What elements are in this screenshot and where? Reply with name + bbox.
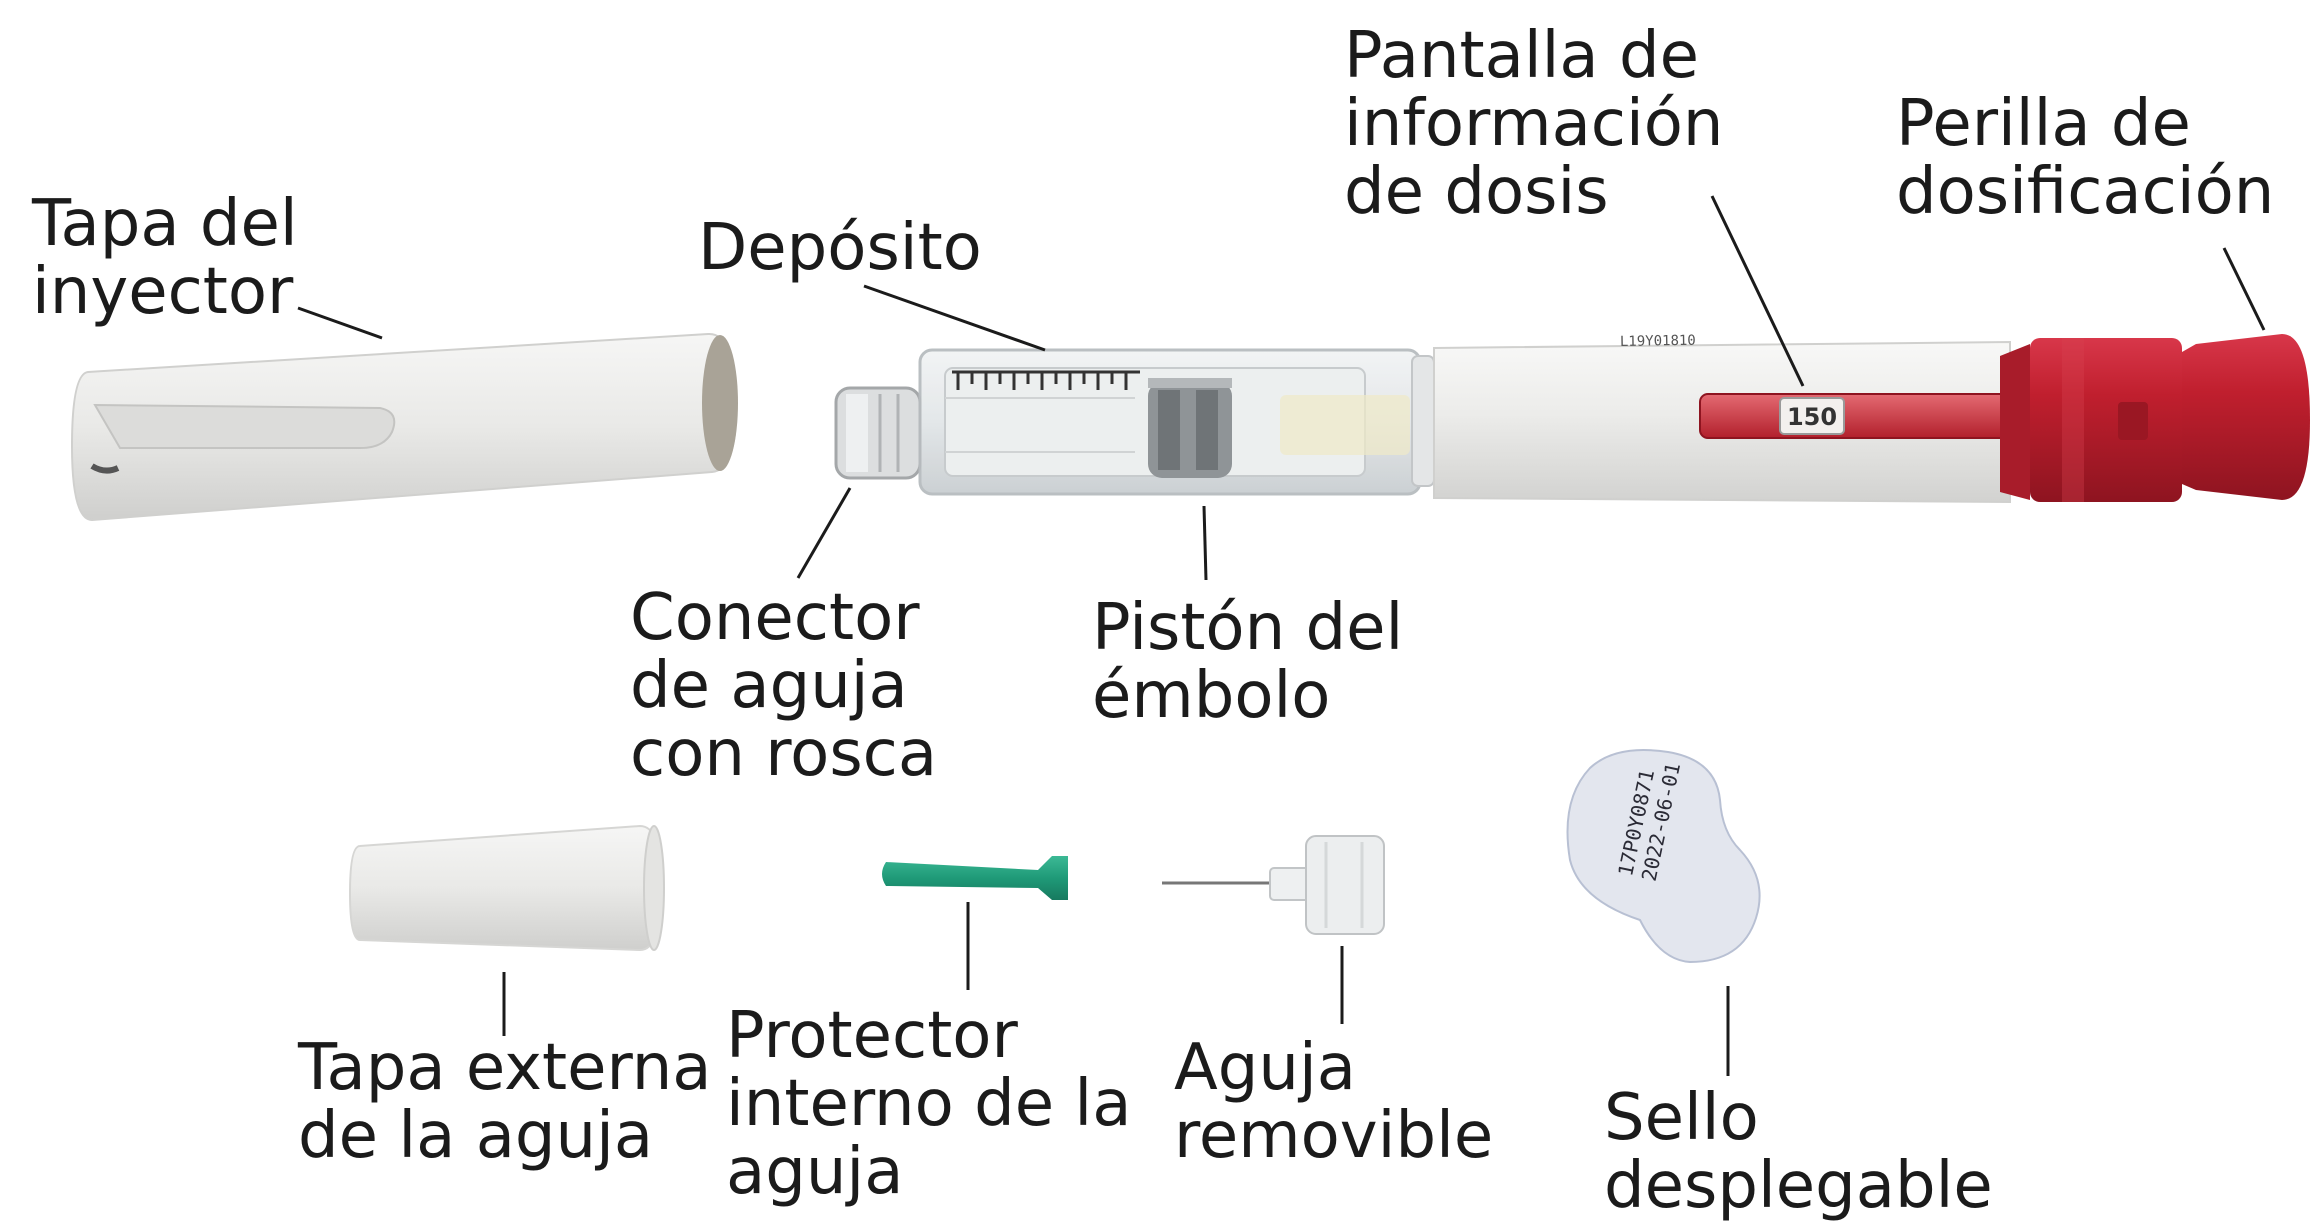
- inner-needle-shield: [882, 856, 1068, 900]
- label-inner-needle-shield-line-1: Protector: [726, 999, 1018, 1073]
- leader-dose-knob: [2222, 247, 2266, 331]
- label-needle-connector-line-2: de aguja: [630, 649, 908, 723]
- label-inner-needle-shield: Protector interno de la aguja: [726, 1002, 1131, 1206]
- lot-code: L19Y01810: [1620, 333, 1696, 350]
- label-reservoir: Depósito: [698, 214, 982, 282]
- label-peel-seal-line-1: Sello: [1604, 1081, 1759, 1155]
- label-plunger-piston-line-2: émbolo: [1092, 659, 1331, 733]
- dose-display: 150: [1699, 393, 2013, 439]
- label-dose-display-line-1: Pantalla de: [1344, 19, 1699, 93]
- label-peel-seal-line-2: desplegable: [1604, 1149, 1993, 1223]
- leader-pen-cap: [297, 306, 383, 340]
- leader-reservoir: [863, 284, 1046, 352]
- label-needle-connector: Conector de aguja con rosca: [630, 584, 937, 788]
- label-dose-knob-line-2: dosificación: [1896, 155, 2275, 229]
- label-removable-needle-line-1: Aguja: [1174, 1031, 1356, 1105]
- label-pen-cap: Tapa del inyector: [32, 190, 298, 326]
- outer-needle-cap: [348, 824, 665, 952]
- label-needle-connector-line-3: con rosca: [630, 717, 938, 791]
- label-peel-seal: Sello desplegable: [1604, 1084, 1993, 1220]
- label-inner-needle-shield-line-3: aguja: [726, 1135, 904, 1209]
- leader-lines: [297, 195, 2266, 1076]
- label-dose-knob: Perilla de dosificación: [1896, 90, 2274, 226]
- dose-knob: [2000, 334, 2310, 502]
- label-plunger-piston-line-1: Pistón del: [1092, 591, 1404, 665]
- removable-needle: [1162, 835, 1385, 935]
- plunger-piston: [1148, 378, 1232, 478]
- peel-seal: 17P0Y0871 2022-06-01: [1566, 749, 1761, 964]
- label-needle-connector-line-1: Conector: [630, 581, 920, 655]
- label-dose-display: Pantalla de información de dosis: [1344, 22, 1723, 226]
- label-pen-cap-line-2: inyector: [32, 255, 294, 329]
- label-inner-needle-shield-line-2: interno de la: [726, 1067, 1132, 1141]
- label-outer-needle-cap: Tapa externa de la aguja: [298, 1034, 711, 1170]
- label-plunger-piston: Pistón del émbolo: [1092, 594, 1403, 730]
- label-outer-needle-cap-line-2: de la aguja: [298, 1099, 654, 1173]
- reservoir-scale-marks: [952, 370, 1140, 390]
- label-dose-display-line-2: información: [1344, 87, 1724, 161]
- leader-connector: [796, 487, 852, 579]
- label-reservoir-line-1: Depósito: [698, 211, 982, 285]
- leader-dose-display: [1710, 195, 1805, 387]
- pen-cap: [70, 332, 738, 522]
- label-dose-display-line-3: de dosis: [1344, 155, 1609, 229]
- needle-connector: [834, 386, 922, 480]
- leader-piston: [1202, 505, 1208, 581]
- label-outer-needle-cap-line-1: Tapa externa: [298, 1031, 712, 1105]
- label-removable-needle-line-2: removible: [1174, 1099, 1494, 1173]
- label-removable-needle: Aguja removible: [1174, 1034, 1493, 1170]
- label-pen-cap-line-1: Tapa del: [32, 187, 298, 261]
- dose-value: 150: [1787, 403, 1837, 431]
- label-dose-knob-line-1: Perilla de: [1896, 87, 2191, 161]
